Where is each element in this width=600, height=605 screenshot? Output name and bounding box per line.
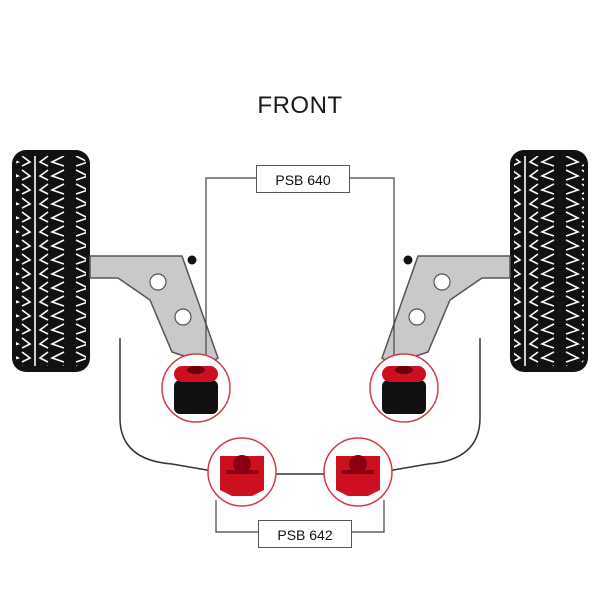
right-wishbone-arm — [381, 255, 511, 365]
leader-lines-top — [205, 177, 395, 355]
left-pivot-dot — [187, 255, 197, 265]
right-antiroll-bush-callout — [323, 437, 393, 507]
right-wishbone-bush-callout — [369, 353, 439, 423]
antiroll-bush-part-label: PSB 642 — [258, 520, 352, 548]
antiroll-bar — [119, 338, 481, 475]
right-pivot-dot — [403, 255, 413, 265]
left-wishbone-bush-callout — [161, 353, 231, 423]
right-arm-hole-upper — [433, 273, 451, 291]
right-arm-hole-lower — [408, 308, 426, 326]
leader-lines-bottom — [215, 500, 385, 533]
left-arm-hole-upper — [149, 273, 167, 291]
left-wishbone-arm — [89, 255, 219, 365]
wishbone-bush-part-label: PSB 640 — [256, 165, 350, 193]
left-antiroll-bush-callout — [207, 437, 277, 507]
diagram-title: FRONT — [257, 92, 343, 119]
right-wheel — [510, 150, 588, 372]
left-wheel — [12, 150, 90, 372]
left-arm-hole-lower — [174, 308, 192, 326]
